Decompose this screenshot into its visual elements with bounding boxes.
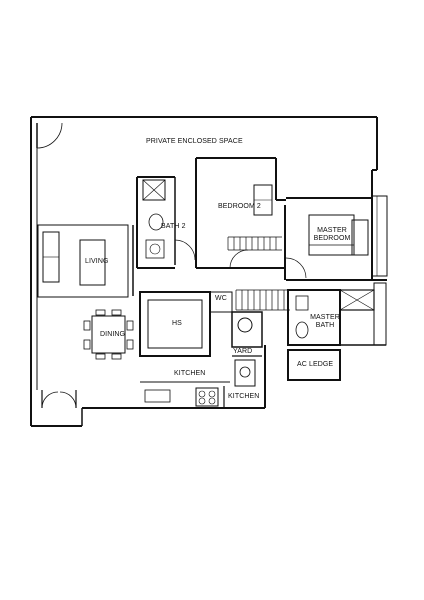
label-private-enclosed-space: PRIVATE ENCLOSED SPACE	[146, 138, 243, 145]
stair-hatch-upper	[227, 236, 282, 251]
dining-table	[83, 309, 134, 360]
label-bedroom-2: BEDROOM 2	[218, 203, 261, 210]
label-master-bedroom: MASTER BEDROOM	[313, 227, 351, 242]
label-kitchen-side: KITCHEN	[228, 393, 260, 400]
living-furniture	[37, 224, 134, 298]
master-bath	[287, 282, 387, 346]
ac-ledge	[287, 349, 341, 381]
label-kitchen-main: KITCHEN	[174, 370, 206, 377]
label-yard: YARD	[233, 348, 253, 355]
master-bedroom-walls	[284, 169, 388, 281]
label-master-bath: MASTER BATH	[310, 314, 340, 329]
label-wc: WC	[215, 295, 227, 302]
label-ac-ledge: AC LEDGE	[297, 361, 334, 368]
yard-area	[231, 311, 263, 387]
stair-hatch-central	[235, 289, 290, 311]
bedroom-bath-block	[136, 157, 286, 269]
patio-door-bottom	[41, 390, 77, 409]
kitchen-counter	[140, 381, 230, 408]
label-bath-2: BATH 2	[161, 223, 186, 230]
household-shelter	[139, 291, 233, 357]
label-hs: HS	[172, 320, 182, 327]
bath-2-fixtures	[142, 179, 166, 259]
entrance-door-top	[36, 122, 63, 149]
label-living: LIVING	[85, 258, 109, 265]
outer-walls	[30, 116, 378, 427]
label-dining: DINING	[100, 331, 126, 338]
